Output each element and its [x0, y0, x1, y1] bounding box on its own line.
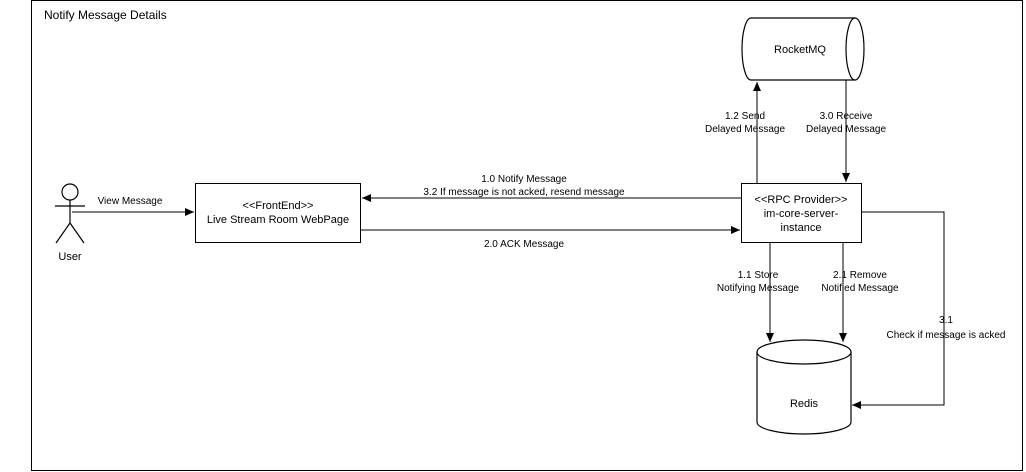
user-label: User [58, 251, 82, 263]
edge-label-notify-2: 3.2 If message is not acked, resend mess… [423, 187, 625, 198]
frame-border [31, 0, 1023, 471]
rpc-name-line1: im-core-server- [764, 208, 839, 220]
edge-label-check-2: Check if message is acked [887, 330, 1006, 341]
edge-label-receive-1: 3.0 Receive [820, 111, 873, 122]
rpc-stereotype: <<RPC Provider>> [755, 194, 848, 206]
edge-label-check-1: 3.1 [939, 315, 953, 326]
user-actor[interactable] [55, 183, 85, 244]
edge-label-notify-1: 1.0 Notify Message [481, 174, 567, 185]
edge-label-remove-1: 2.1 Remove [833, 270, 887, 281]
edge-label-ack: 2.0 ACK Message [484, 239, 564, 250]
edge-label-send-1: 1.2 Send [725, 111, 765, 122]
edge-label-remove-2: Notified Message [821, 283, 899, 294]
edge-label-store-2: Notifying Message [717, 283, 800, 294]
frame-title: Notify Message Details [44, 8, 167, 22]
rocketmq-label: RocketMQ [774, 44, 826, 56]
frontend-stereotype: <<FrontEnd>> [243, 200, 314, 212]
redis-label: Redis [790, 398, 819, 410]
edge-label-send-2: Delayed Message [705, 124, 785, 135]
rocketmq-queue[interactable] [741, 17, 865, 81]
rpc-provider-node[interactable] [741, 183, 862, 243]
edge-label-receive-2: Delayed Message [806, 124, 886, 135]
frontend-node[interactable] [195, 183, 361, 243]
edge-label-store-1: 1.1 Store [738, 270, 779, 281]
edge-check-acked [852, 211, 945, 409]
frontend-name: Live Stream Room WebPage [207, 214, 349, 226]
rpc-name-line2: instance [781, 222, 822, 234]
edge-label-view-message: View Message [98, 196, 163, 207]
redis-database[interactable] [756, 339, 852, 435]
